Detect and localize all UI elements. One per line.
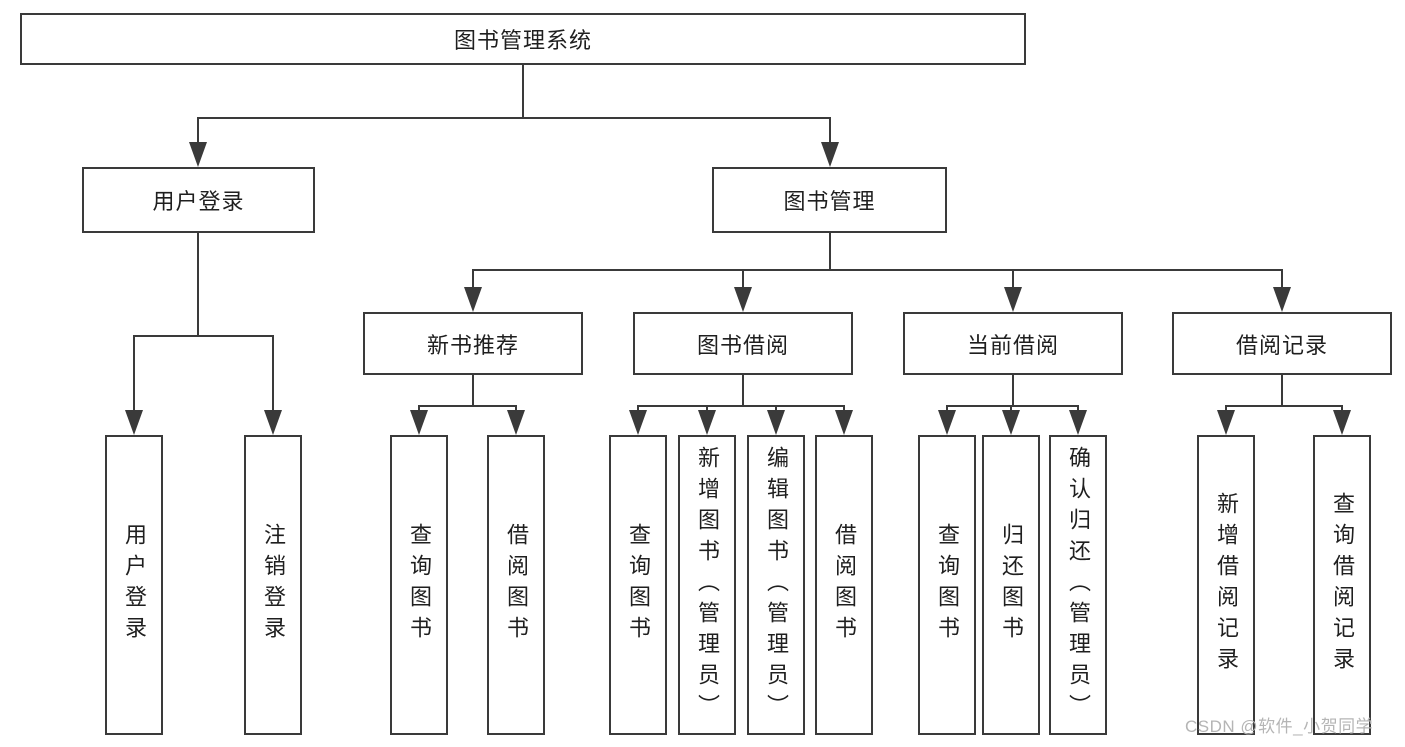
connector-line <box>1341 405 1343 410</box>
connector-tee <box>946 405 1079 407</box>
node-book-management: 图书管理 <box>712 167 947 233</box>
leaf-logout: 注销登录 <box>244 435 302 735</box>
connector-root-tee <box>197 117 831 119</box>
connector-tee <box>1225 405 1343 407</box>
arrowhead-down-icon <box>464 287 482 312</box>
connector-root-stem <box>522 65 524 117</box>
leaf-borrow-add-books-admin: 新增图书（管理员） <box>678 435 736 735</box>
connector-line <box>197 233 199 335</box>
leaf-user-login: 用户登录 <box>105 435 163 735</box>
connector-line <box>742 375 744 405</box>
leaf-borrow-query-books: 查询图书 <box>609 435 667 735</box>
connector-line <box>1225 405 1227 410</box>
connector-line <box>946 405 948 410</box>
arrowhead-down-icon <box>125 410 143 435</box>
connector-line <box>1077 405 1079 410</box>
connector-line <box>1010 405 1012 410</box>
arrowhead-down-icon <box>1069 410 1087 435</box>
connector-tee <box>418 405 517 407</box>
arrowhead-down-icon <box>1333 410 1351 435</box>
connector-line <box>472 375 474 405</box>
node-book-borrowing: 图书借阅 <box>633 312 853 375</box>
connector-line <box>637 405 639 410</box>
leaf-current-return-books: 归还图书 <box>982 435 1040 735</box>
arrowhead-down-icon <box>821 142 839 167</box>
arrowhead-down-icon <box>835 410 853 435</box>
connector-line <box>418 405 420 410</box>
connector-line <box>1012 375 1014 405</box>
leaf-borrow-borrow-books: 借阅图书 <box>815 435 873 735</box>
connector-tee <box>133 335 274 337</box>
connector-line <box>1012 269 1014 287</box>
arrowhead-down-icon <box>410 410 428 435</box>
arrowhead-down-icon <box>1002 410 1020 435</box>
node-user-login: 用户登录 <box>82 167 315 233</box>
node-new-book-recommend: 新书推荐 <box>363 312 583 375</box>
connector-line <box>843 405 845 410</box>
connector-line <box>742 269 744 287</box>
leaf-newbook-query-books: 查询图书 <box>390 435 448 735</box>
leaf-records-query-record: 查询借阅记录 <box>1313 435 1371 735</box>
node-library-system: 图书管理系统 <box>20 13 1026 65</box>
connector-line <box>272 335 274 410</box>
leaf-current-confirm-return-admin: 确认归还（管理员） <box>1049 435 1107 735</box>
leaf-borrow-edit-books-admin: 编辑图书（管理员） <box>747 435 805 735</box>
connector-line <box>472 269 474 287</box>
leaf-newbook-borrow-books: 借阅图书 <box>487 435 545 735</box>
connector-line <box>829 233 831 269</box>
connector-tee <box>637 405 845 407</box>
node-current-borrowing: 当前借阅 <box>903 312 1123 375</box>
leaf-records-add-record: 新增借阅记录 <box>1197 435 1255 735</box>
arrowhead-down-icon <box>938 410 956 435</box>
arrowhead-down-icon <box>1217 410 1235 435</box>
node-borrowing-records: 借阅记录 <box>1172 312 1392 375</box>
arrowhead-down-icon <box>507 410 525 435</box>
connector-line <box>197 117 199 142</box>
csdn-watermark: CSDN @软件_小贺同学 <box>1185 717 1374 736</box>
leaf-current-query-books: 查询图书 <box>918 435 976 735</box>
connector-line <box>1281 375 1283 405</box>
arrowhead-down-icon <box>734 287 752 312</box>
connector-line <box>133 335 135 410</box>
connector-line <box>515 405 517 410</box>
arrowhead-down-icon <box>1273 287 1291 312</box>
connector-line <box>1281 269 1283 287</box>
connector-line <box>829 117 831 142</box>
arrowhead-down-icon <box>1004 287 1022 312</box>
arrowhead-down-icon <box>629 410 647 435</box>
arrowhead-down-icon <box>698 410 716 435</box>
arrowhead-down-icon <box>189 142 207 167</box>
connector-line <box>706 405 708 410</box>
connector-tee <box>472 269 1283 271</box>
connector-line <box>775 405 777 410</box>
arrowhead-down-icon <box>264 410 282 435</box>
arrowhead-down-icon <box>767 410 785 435</box>
